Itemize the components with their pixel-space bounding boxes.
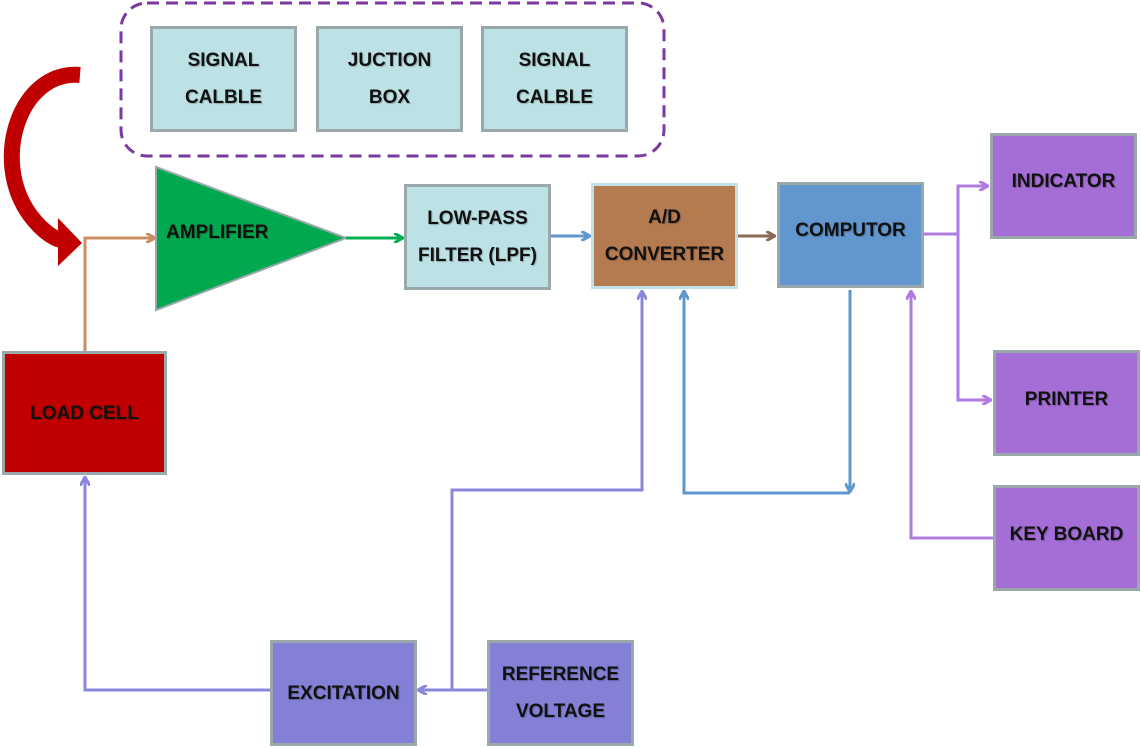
- keyboard-label: KEY BOARD: [1009, 523, 1124, 545]
- load-cell-label: LOAD CELL: [30, 402, 139, 424]
- printer-block: PRINTER: [993, 350, 1140, 456]
- signal-cable-block-1: SIGNAL CALBLE: [150, 26, 297, 132]
- amplifier-triangle: [155, 165, 349, 312]
- signal-path-group-border: [119, 1, 666, 158]
- reference-voltage-block: REFERENCE VOLTAGE: [487, 640, 634, 746]
- adc-line-1: A/D: [648, 207, 681, 228]
- signal-cable-2-line-2: CALBLE: [515, 87, 594, 108]
- load-cell-block: LOAD CELL: [2, 351, 167, 475]
- junction-box-line-1: JUCTION: [347, 50, 432, 71]
- excitation-to-loadcell-arrow: [85, 478, 270, 692]
- keyboard-to-computer-arrow: [911, 292, 993, 540]
- lpf-line-2: FILTER (LPF): [418, 245, 537, 266]
- junction-box-block: JUCTION BOX: [316, 26, 463, 132]
- excitation-label: EXCITATION: [287, 682, 400, 704]
- reference-to-adc-arrow: [450, 292, 642, 692]
- adc-line-2: CONVERTER: [604, 244, 725, 265]
- indicator-block: INDICATOR: [990, 133, 1137, 239]
- loadcell-to-amplifier-arrow: [83, 238, 154, 352]
- signal-cable-2-line-1: SIGNAL: [518, 50, 591, 71]
- keyboard-block: KEY BOARD: [993, 485, 1140, 591]
- lpf-line-1: LOW-PASS: [427, 208, 528, 229]
- control-to-adc-arrow: [684, 292, 850, 495]
- signal-cable-block-2: SIGNAL CALBLE: [481, 26, 628, 132]
- low-pass-filter-block: LOW-PASS FILTER (LPF): [404, 184, 551, 290]
- excitation-block: EXCITATION: [270, 640, 417, 746]
- indicator-label: INDICATOR: [1011, 170, 1116, 192]
- junction-box-line-2: BOX: [368, 87, 411, 108]
- reference-voltage-line-2: VOLTAGE: [515, 701, 606, 722]
- signal-cable-1-line-1: SIGNAL: [187, 50, 260, 71]
- printer-label: PRINTER: [1024, 388, 1109, 410]
- signal-cable-1-line-2: CALBLE: [184, 87, 263, 108]
- applied-force-arrow: [3, 66, 82, 266]
- amplifier-label: AMPLIFIER: [166, 222, 269, 243]
- reference-voltage-line-1: REFERENCE: [501, 664, 620, 685]
- computer-to-indicator-arrow: [922, 186, 987, 236]
- computer-block: COMPUTOR: [777, 182, 924, 288]
- computer-label: COMPUTOR: [795, 219, 906, 241]
- ad-converter-block: A/D CONVERTER: [591, 183, 738, 289]
- computer-to-printer-arrow: [956, 234, 990, 400]
